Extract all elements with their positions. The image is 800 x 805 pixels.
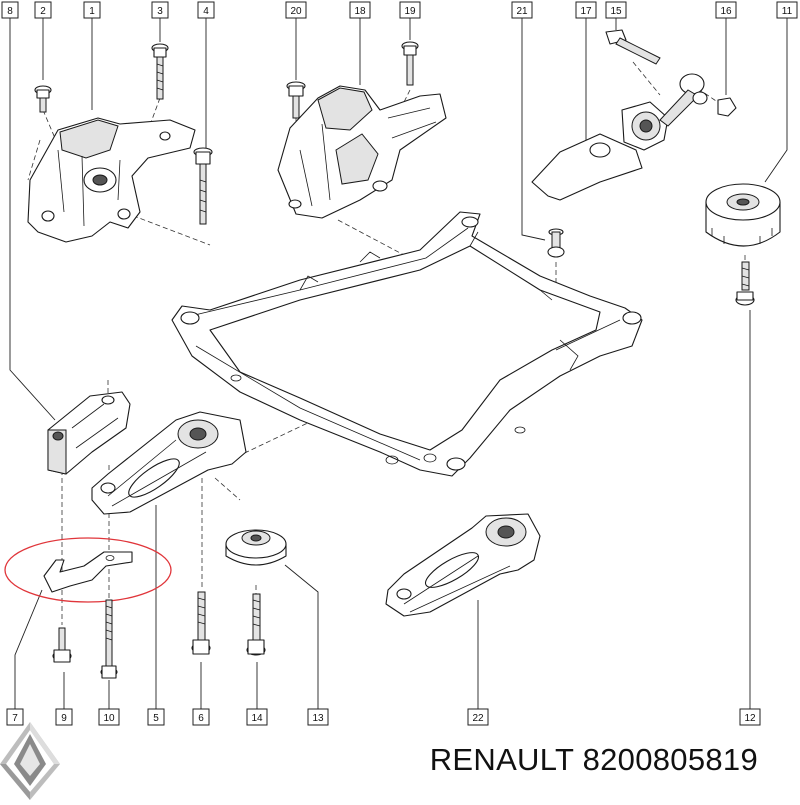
svg-text:7: 7 — [12, 713, 18, 724]
callout-12: 12 — [739, 708, 761, 726]
svg-text:1: 1 — [89, 6, 95, 17]
svg-text:3: 3 — [157, 6, 163, 17]
svg-text:6: 6 — [198, 713, 204, 724]
callout-11: 11 — [776, 1, 798, 19]
callout-10: 10 — [98, 708, 120, 726]
callout-16: 16 — [715, 1, 737, 19]
torque-rod-22 — [385, 513, 541, 617]
link-bracket-8 — [47, 391, 131, 475]
brand-name: RENAULT — [429, 742, 574, 777]
callout-3: 3 — [151, 1, 169, 19]
svg-text:12: 12 — [744, 713, 756, 724]
svg-text:16: 16 — [720, 6, 732, 17]
svg-text:10: 10 — [103, 713, 115, 724]
bolt-2 — [34, 85, 52, 113]
svg-text:20: 20 — [290, 6, 302, 17]
bolt-9 — [52, 627, 72, 663]
bolt-10 — [100, 599, 118, 679]
renault-diamond-logo — [0, 722, 60, 800]
highlight-ellipse — [4, 537, 172, 603]
subframe — [171, 211, 643, 477]
bolt-15 — [605, 29, 661, 65]
bolt-14 — [246, 593, 266, 656]
part-caption: RENAULT 8200805819 — [430, 742, 758, 778]
callout-19: 19 — [399, 1, 421, 19]
svg-text:9: 9 — [61, 713, 67, 724]
callout-22: 22 — [467, 708, 489, 726]
svg-text:22: 22 — [472, 713, 484, 724]
bolt-6 — [191, 591, 211, 655]
rear-mount-bracket — [531, 101, 669, 201]
callout-4: 4 — [197, 1, 215, 19]
engine-mount-bracket — [27, 117, 196, 243]
bushing-link — [659, 73, 708, 127]
callout-5: 5 — [147, 708, 165, 726]
svg-text:21: 21 — [516, 6, 528, 17]
torque-rod-5 — [91, 411, 247, 515]
svg-text:2: 2 — [40, 6, 46, 17]
bolt-12 — [735, 261, 755, 306]
bolt-3 — [151, 43, 169, 100]
callout-21: 21 — [511, 1, 533, 19]
svg-text:14: 14 — [251, 713, 263, 724]
callout-6: 6 — [192, 708, 210, 726]
gearbox-mount — [277, 85, 447, 219]
svg-text:17: 17 — [580, 6, 592, 17]
callout-1: 1 — [83, 1, 101, 19]
svg-text:19: 19 — [404, 6, 416, 17]
svg-text:11: 11 — [782, 6, 793, 17]
callout-7: 7 — [6, 708, 24, 726]
callout-9: 9 — [55, 708, 73, 726]
bolt-19 — [401, 41, 419, 86]
bracket-7 — [43, 551, 133, 593]
bolt-20 — [286, 81, 306, 119]
bushing-13 — [225, 529, 287, 566]
callout-20: 20 — [285, 1, 307, 19]
callout-17: 17 — [575, 1, 597, 19]
svg-text:8: 8 — [7, 6, 13, 17]
svg-text:5: 5 — [153, 713, 159, 724]
round-mount-11 — [705, 183, 781, 247]
svg-text:15: 15 — [610, 6, 622, 17]
nut-16 — [717, 97, 737, 117]
svg-text:13: 13 — [312, 713, 324, 724]
callout-13: 13 — [307, 708, 329, 726]
callout-2: 2 — [34, 1, 52, 19]
bolt-4 — [193, 147, 213, 225]
callout-14: 14 — [246, 708, 268, 726]
part-number: 8200805819 — [582, 742, 758, 777]
callout-18: 18 — [349, 1, 371, 19]
svg-text:18: 18 — [354, 6, 366, 17]
svg-text:4: 4 — [203, 6, 209, 17]
bolt-21 — [547, 228, 565, 258]
leader-lines — [9, 18, 788, 709]
callout-15: 15 — [605, 1, 627, 19]
callout-8: 8 — [1, 1, 19, 19]
